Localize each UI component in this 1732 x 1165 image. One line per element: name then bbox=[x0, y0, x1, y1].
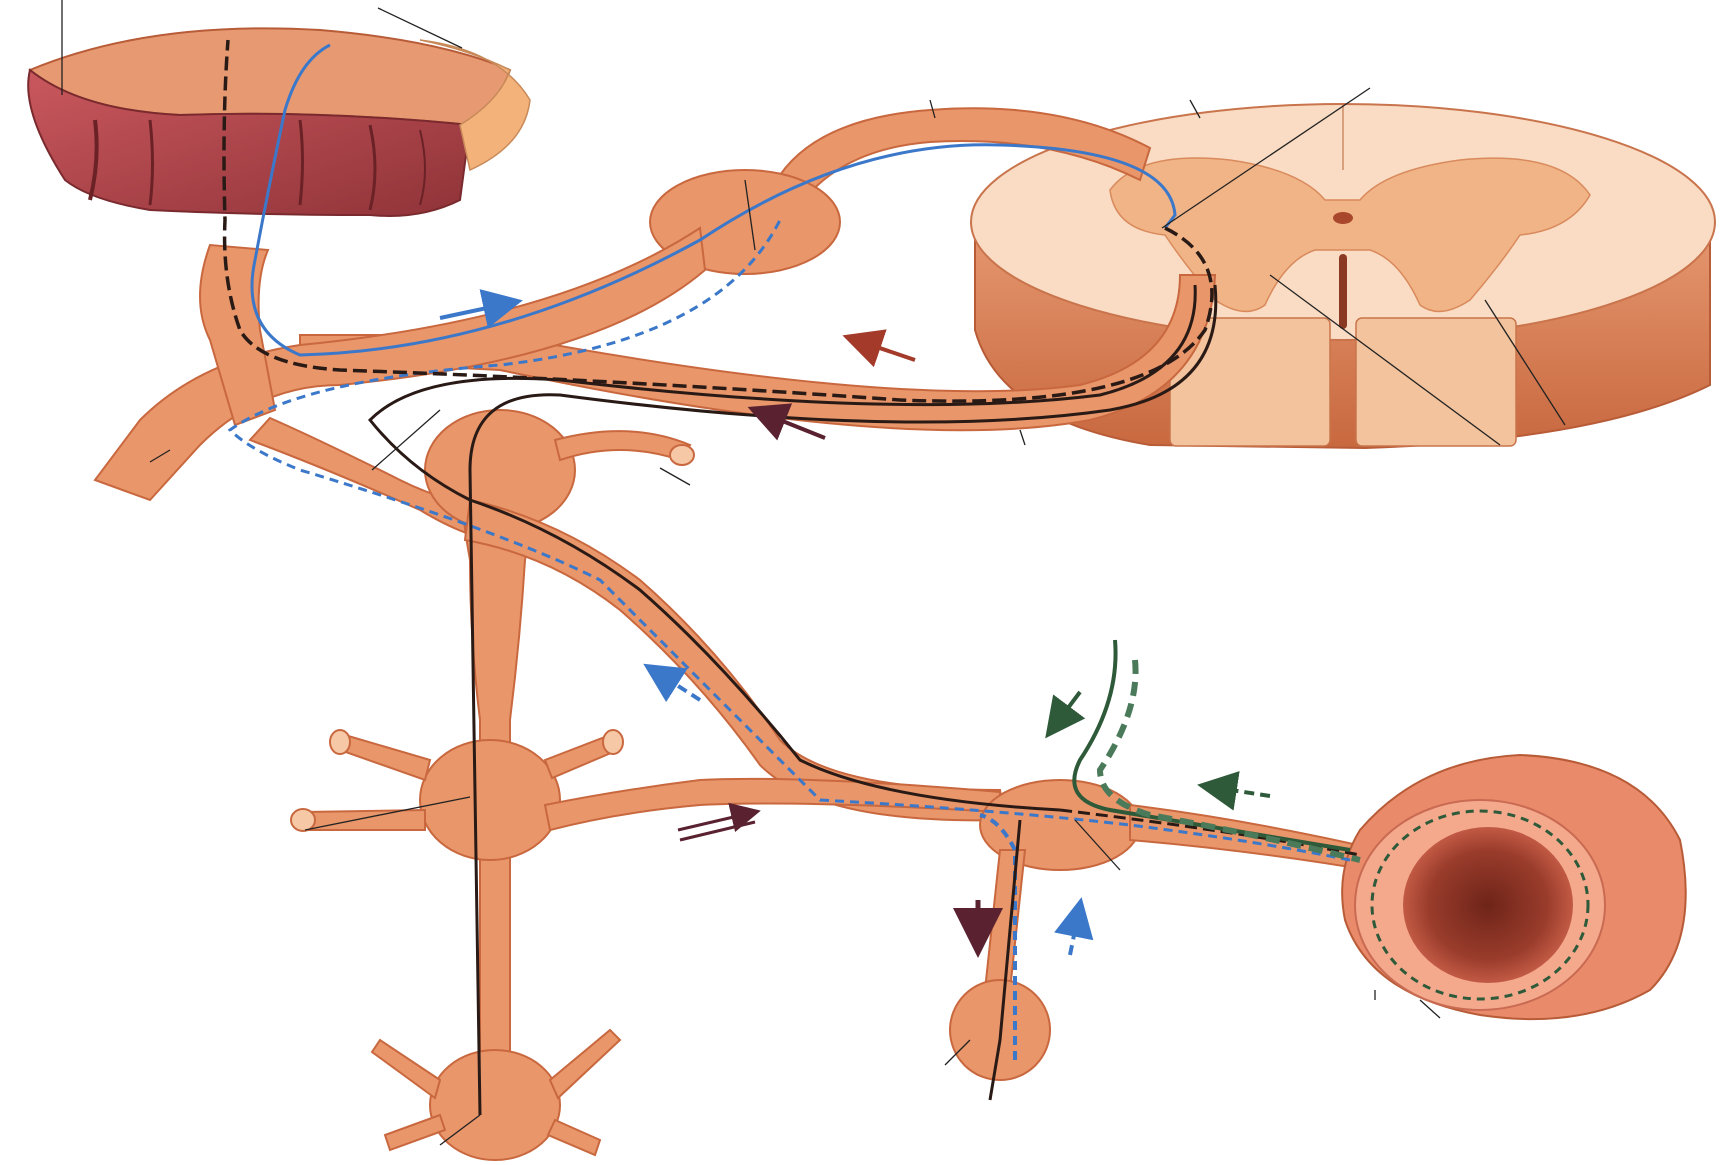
arrow-autonomic-green bbox=[1050, 692, 1080, 732]
ganglion-lower-branch-left-2 bbox=[385, 1115, 445, 1150]
branch-end-left-1 bbox=[330, 730, 350, 754]
anterior-column-right bbox=[1356, 318, 1516, 446]
ganglion-lower-branch-right-1 bbox=[550, 1030, 620, 1098]
arrow-efferent-red bbox=[850, 338, 915, 360]
branch-end-left-2 bbox=[291, 809, 315, 831]
ganglion-lower-branch-left-1 bbox=[372, 1040, 440, 1098]
sympathetic-ganglion-lower bbox=[430, 1050, 560, 1160]
blood-vessel bbox=[1342, 755, 1686, 1019]
muscle-and-skin-block bbox=[28, 28, 530, 216]
vessel-lumen bbox=[1403, 827, 1573, 983]
branch-end-right bbox=[603, 730, 623, 754]
arrow-afferent-blue-up bbox=[1070, 905, 1080, 955]
arrow-efferent-double bbox=[678, 812, 755, 840]
ganglion-lower-branch-right-2 bbox=[548, 1120, 600, 1155]
leader-branch-end bbox=[660, 468, 690, 485]
leader-ventral-root bbox=[1020, 430, 1025, 445]
postganglionic-branch bbox=[545, 779, 1000, 830]
ganglion-middle-branch-left-1 bbox=[340, 735, 430, 780]
central-canal bbox=[1333, 212, 1353, 224]
arrow-autonomic-green-dashed bbox=[1205, 786, 1270, 796]
branch-end-upper bbox=[670, 445, 694, 465]
sympathetic-ganglion-middle bbox=[420, 740, 560, 860]
